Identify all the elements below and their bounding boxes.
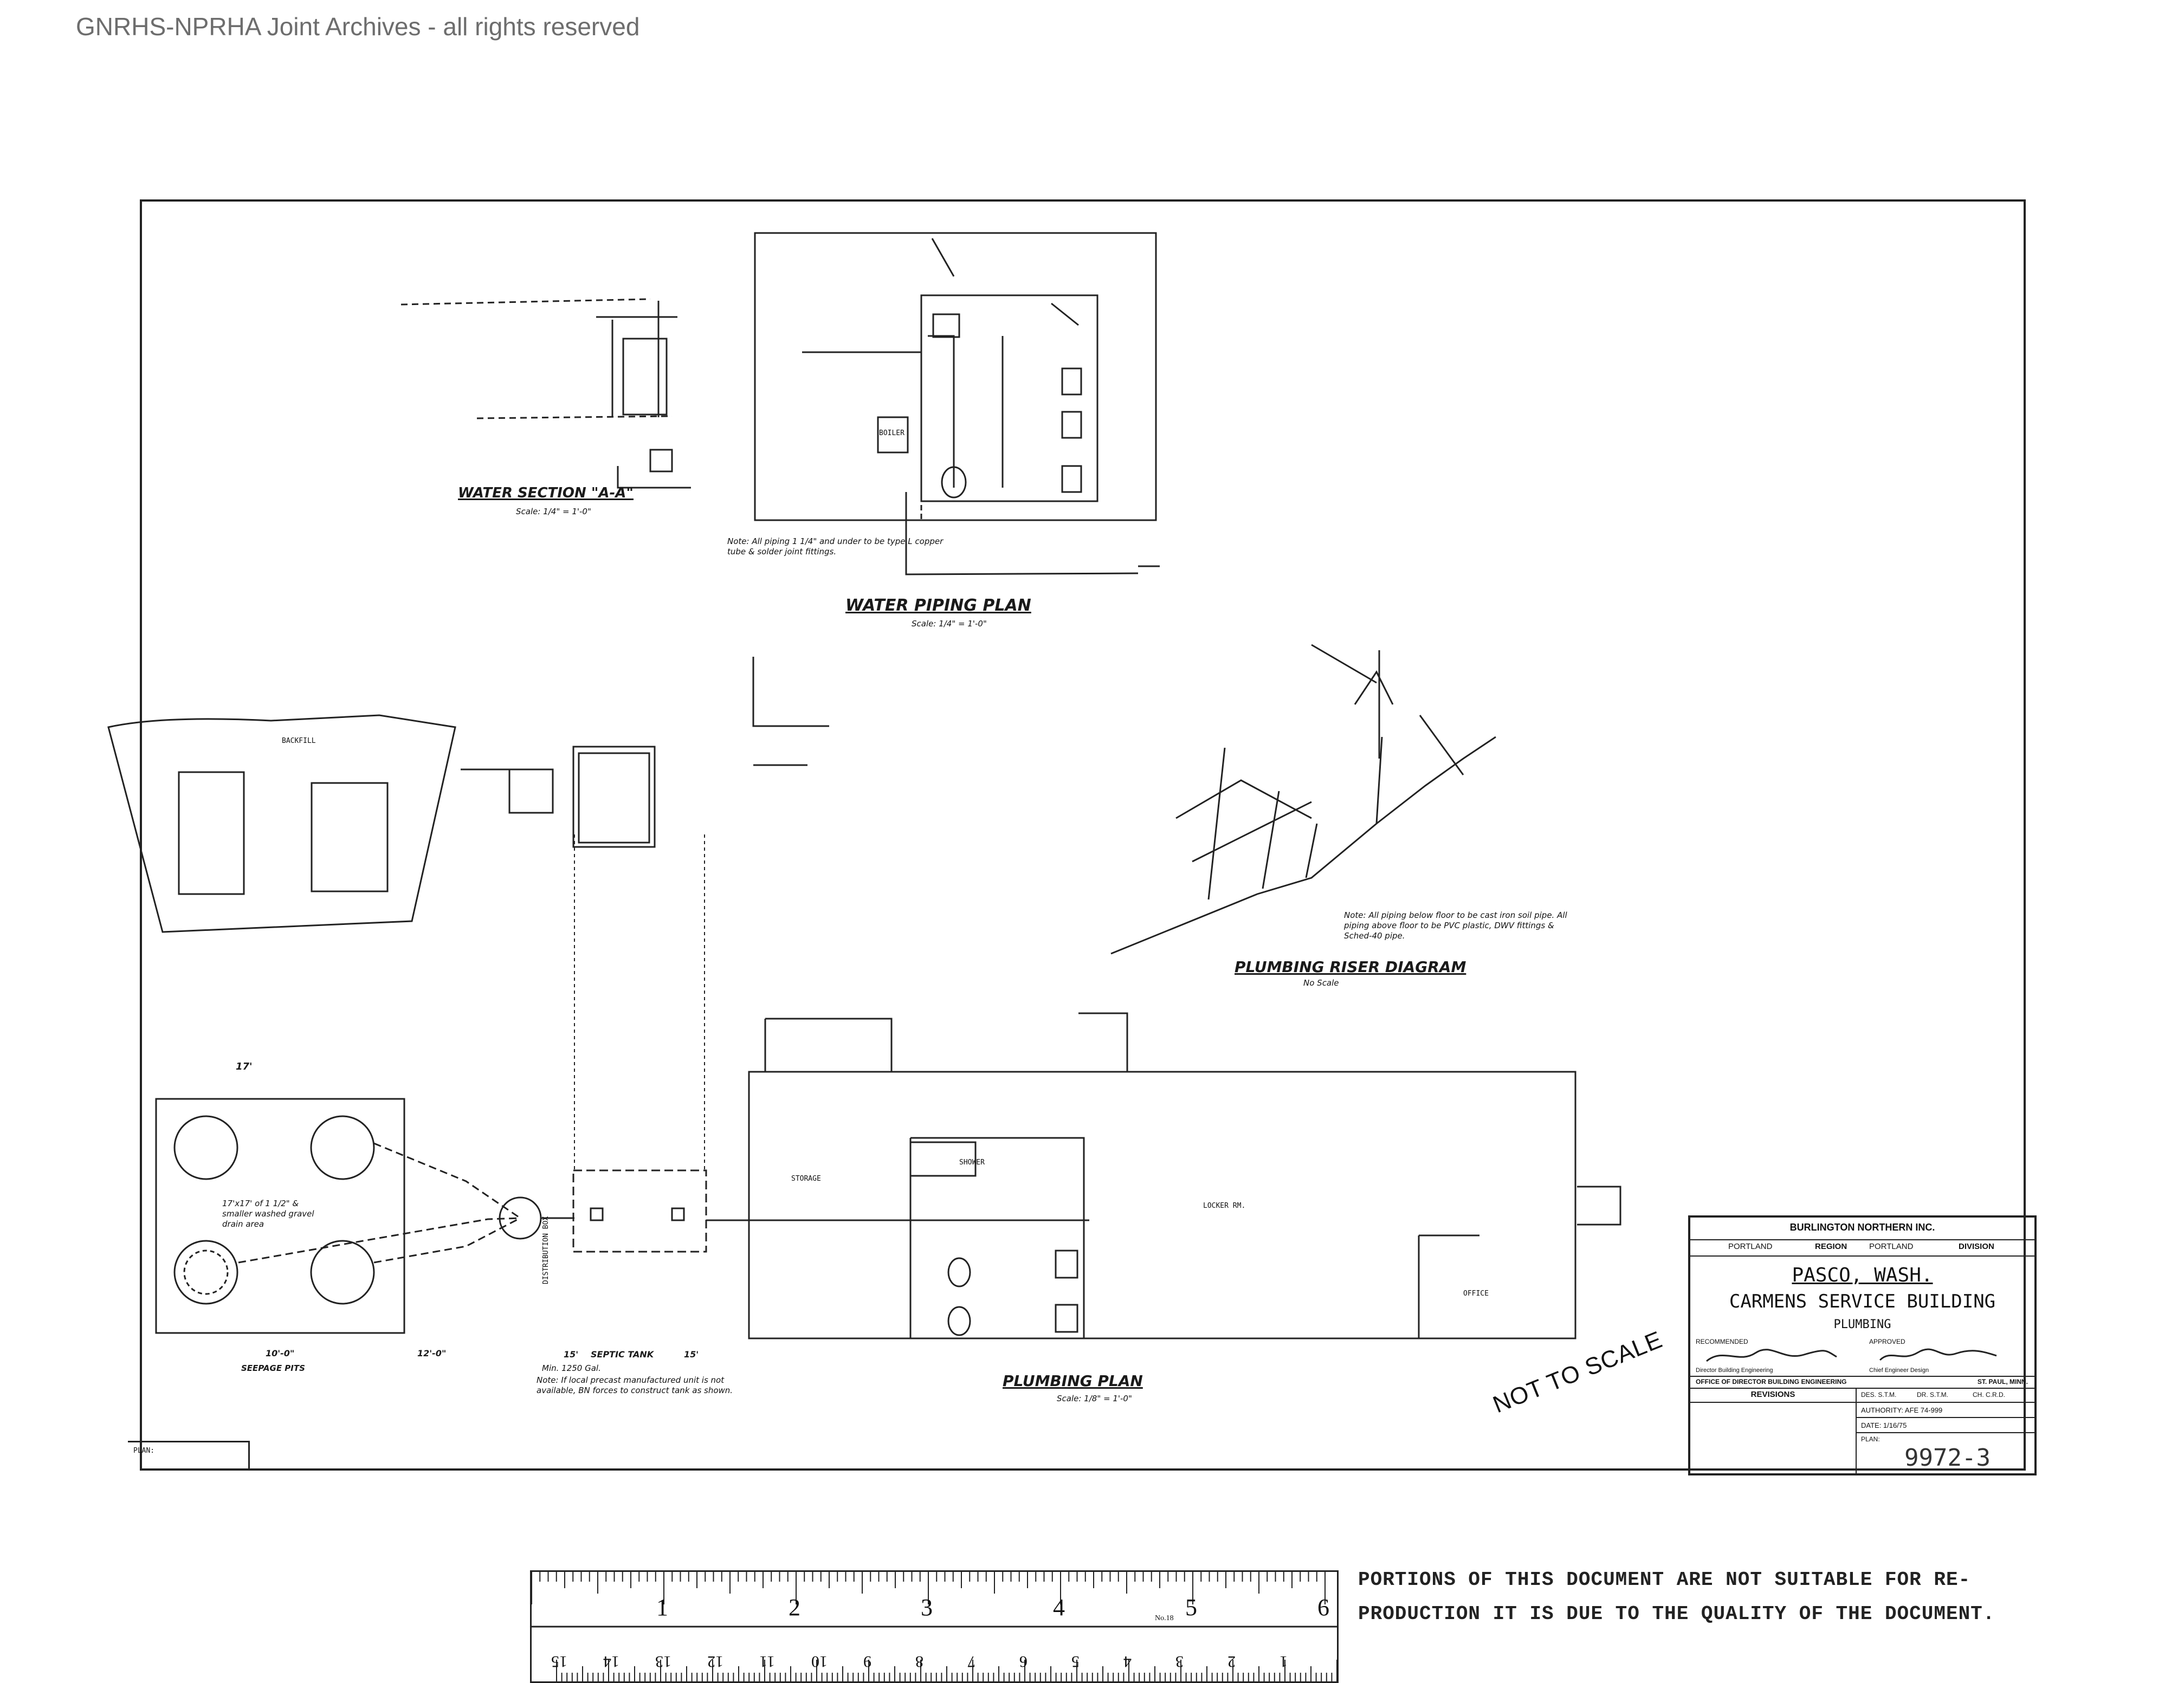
dimension-10ft: 10'-0"	[266, 1348, 295, 1358]
authority: AUTHORITY: AFE 74-999	[1861, 1406, 1943, 1414]
checked-by: CH. C.R.D.	[1973, 1391, 2005, 1399]
ruler-cm-label: 14	[603, 1653, 619, 1671]
ruler-ticks	[532, 1572, 1337, 1681]
septic-tank-plan-drawing	[572, 834, 770, 1253]
seepage-pit-drawing	[155, 1098, 574, 1334]
date: DATE: 1/16/75	[1861, 1421, 1907, 1429]
approved-signature	[1879, 1348, 1997, 1361]
septic-note: Note: If local precast manufactured unit…	[537, 1375, 733, 1395]
warning-line-2: PRODUCTION IT IS DUE TO THE QUALITY OF T…	[1358, 1603, 1995, 1625]
recommended-label: RECOMMENDED	[1696, 1338, 1748, 1345]
boiler-label: BOILER	[879, 429, 904, 437]
septic-section-drawing	[107, 657, 829, 933]
region-value: PORTLAND	[1728, 1242, 1773, 1251]
ruler-cm-label: 4	[1123, 1653, 1132, 1671]
ruler-brand: No.18	[1155, 1614, 1174, 1622]
locker-room-label: LOCKER RM.	[1203, 1202, 1246, 1210]
seepage-pits-label: SEEPAGE PITS	[241, 1363, 305, 1373]
ruler-inch-label: 5	[1185, 1594, 1197, 1621]
plumbing-riser-diagram-drawing	[1110, 644, 1496, 955]
water-section-scale: Scale: 1/4" = 1'-0"	[516, 507, 591, 516]
water-section-title: WATER SECTION "A-A"	[458, 485, 634, 501]
company-name: BURLINGTON NORTHERN INC.	[1789, 1222, 1935, 1233]
project-location: PASCO, WASH.	[1792, 1264, 1933, 1286]
plumbing-plan-title: PLUMBING PLAN	[1003, 1372, 1143, 1390]
recommended-role: Director Building Engineering	[1696, 1367, 1773, 1374]
plan-corner-box: PLAN:	[128, 1441, 250, 1471]
riser-note: Note: All piping below floor to be cast …	[1344, 910, 1567, 941]
ruler-cm-label: 5	[1071, 1653, 1080, 1671]
width-dimension: 17'	[236, 1061, 253, 1072]
drawn-by: DR. S.T.M.	[1917, 1391, 1949, 1399]
ruler-inch-label: 1	[656, 1594, 668, 1621]
riser-diagram-scale: No Scale	[1303, 978, 1339, 988]
water-piping-note: Note: All piping 1 1/4" and under to be …	[727, 536, 944, 556]
dimension-15ft-a: 15'	[564, 1349, 579, 1360]
revisions-area: REVISIONS	[1690, 1388, 1857, 1473]
water-piping-plan-title: WATER PIPING PLAN	[845, 596, 1031, 615]
riser-diagram-title: PLUMBING RISER DIAGRAM	[1235, 958, 1466, 976]
ruler-cm-label: 13	[655, 1653, 671, 1671]
signatures	[1706, 1348, 1997, 1362]
plan-corner-label: PLAN:	[133, 1447, 155, 1455]
region-label: REGION	[1815, 1242, 1847, 1251]
ruler-cm-label: 1	[1280, 1653, 1288, 1671]
ruler-inch-label: 3	[921, 1594, 933, 1621]
storage-room-label: STORAGE	[791, 1175, 821, 1183]
ruler-cm-label: 15	[551, 1653, 567, 1671]
plumbing-plan-drawing	[748, 1012, 1621, 1339]
ruler-cm-label: 3	[1175, 1653, 1184, 1671]
ruler-inch-label: 2	[789, 1594, 800, 1621]
approved-label: APPROVED	[1869, 1338, 1905, 1345]
drawing-number: 9972-3	[1904, 1444, 1991, 1472]
ruler-inch-label: 6	[1317, 1594, 1329, 1621]
septic-capacity: Min. 1250 Gal.	[542, 1363, 601, 1373]
ruler-cm-label: 11	[759, 1653, 775, 1671]
office-label: OFFICE OF DIRECTOR BUILDING ENGINEERING	[1696, 1378, 1847, 1386]
title-block: BURLINGTON NORTHERN INC. PORTLAND REGION…	[1688, 1215, 2037, 1475]
designed-by: DES. S.T.M.	[1861, 1391, 1897, 1399]
approved-role: Chief Engineer Design	[1869, 1367, 1929, 1374]
division-label: DIVISION	[1959, 1242, 1994, 1251]
ruler-cm-label: 8	[915, 1653, 923, 1671]
drain-area-label: 17'x17' of 1 1/2" & smaller washed grave…	[222, 1199, 314, 1229]
backfill-label: BACKFILL	[282, 737, 316, 745]
ruler-inch-label: 4	[1053, 1594, 1065, 1621]
plumbing-plan-scale: Scale: 1/8" = 1'-0"	[1057, 1394, 1132, 1403]
dimension-12ft: 12'-0"	[417, 1348, 447, 1358]
ruler-cm-label: 9	[863, 1653, 871, 1671]
water-piping-plan-drawing	[754, 232, 1160, 575]
warning-line-1: PORTIONS OF THIS DOCUMENT ARE NOT SUITAB…	[1358, 1569, 1971, 1591]
septic-tank-caption: SEPTIC TANK	[591, 1349, 654, 1360]
title-block-region-row: PORTLAND REGION PORTLAND DIVISION	[1690, 1239, 2034, 1257]
distribution-box-label: DISTRIBUTION BOX	[542, 1216, 550, 1284]
drawing-sheet-border	[140, 199, 2026, 1471]
ruler-cm-label: 12	[707, 1653, 723, 1671]
office-label: OFFICE	[1463, 1290, 1489, 1298]
ruler-cm-label: 10	[811, 1653, 828, 1671]
revisions-header: REVISIONS	[1750, 1390, 1795, 1399]
title-block-company-row: BURLINGTON NORTHERN INC.	[1690, 1218, 2034, 1240]
water-piping-plan-scale: Scale: 1/4" = 1'-0"	[912, 619, 987, 629]
sheet-title: PLUMBING	[1833, 1318, 1891, 1331]
recommended-signature	[1706, 1349, 1837, 1362]
building-name: CARMENS SERVICE BUILDING	[1729, 1291, 1996, 1312]
shower-label: SHOWER	[959, 1158, 985, 1167]
water-section-drawing	[400, 298, 691, 489]
plan-label: PLAN:	[1861, 1435, 1880, 1443]
dimension-15ft-b: 15'	[684, 1349, 699, 1360]
ruler-cm-label: 6	[1019, 1653, 1028, 1671]
ruler-cm-label: 2	[1227, 1653, 1236, 1671]
ruler-cm-label: 7	[967, 1653, 975, 1671]
city-label: ST. PAUL, MINN.	[1977, 1378, 2028, 1386]
reproduction-warning: PORTIONS OF THIS DOCUMENT ARE NOT SUITAB…	[1358, 1569, 1995, 1625]
archive-watermark: GNRHS-NPRHA Joint Archives - all rights …	[76, 12, 640, 41]
division-value: PORTLAND	[1869, 1242, 1914, 1251]
